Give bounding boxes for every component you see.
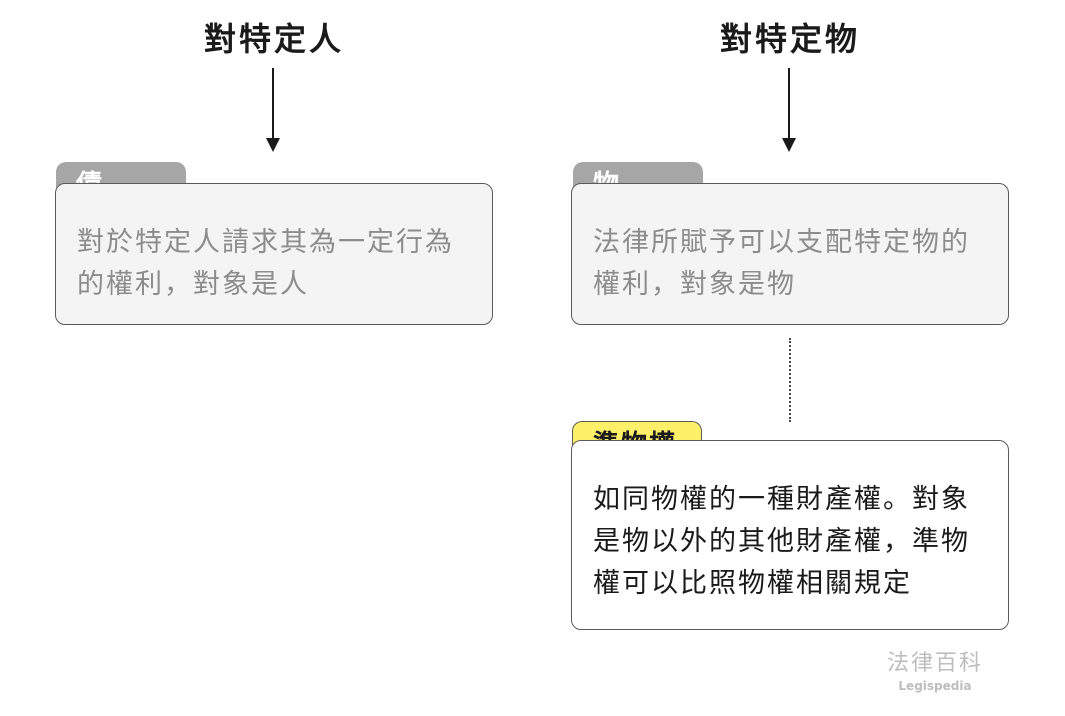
debt-line-1: 對於特定人請求其為一定行為 [77,227,454,258]
quasi-line-3: 權可以比照物權相關規定 [593,568,912,599]
quasi-line-2: 是物以外的其他財產權，準物 [593,526,970,557]
quasi-line-1: 如同物權的一種財產權。對象 [593,484,970,515]
heading-specific-thing: 對特定物 [719,20,860,58]
debt-line-2: 的權利，對象是人 [77,269,309,300]
quasi-property-card [571,440,1009,630]
arrow-to-property-line [788,68,790,140]
property-line-1: 法律所賦予可以支配特定物的 [593,227,970,258]
debt-card [55,183,493,325]
logo-english-text: Legispedia [898,679,972,693]
legispedia-logo: 法律百科 Legispedia [880,650,990,694]
property-card [571,183,1009,325]
arrow-to-debt-head [266,138,280,152]
debt-description: 對於特定人請求其為一定行為 的權利，對象是人 [77,222,487,306]
dotted-connector [789,338,791,422]
property-description: 法律所賦予可以支配特定物的 權利，對象是物 [593,222,1003,306]
quasi-property-description: 如同物權的一種財產權。對象 是物以外的其他財產權，準物 權可以比照物權相關規定 [593,479,1003,605]
heading-specific-person: 對特定人 [203,20,344,58]
arrow-to-property-head [782,138,796,152]
property-line-2: 權利，對象是物 [593,269,796,300]
logo-chinese-text: 法律百科 [886,651,983,676]
arrow-to-debt-line [272,68,274,140]
